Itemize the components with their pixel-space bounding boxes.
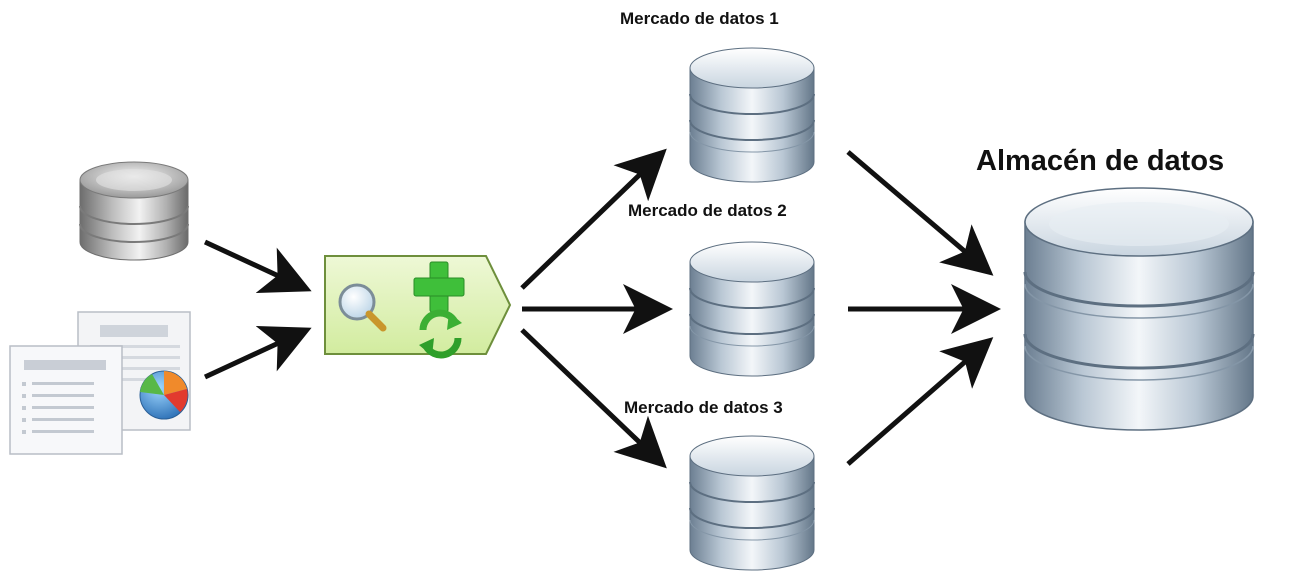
source-documents-icon	[9, 311, 191, 455]
magnifier-icon	[338, 283, 387, 332]
arrow-etl-to-mart-1	[520, 148, 667, 290]
arrow-mart-1-to-warehouse	[846, 150, 994, 276]
data-mart-2-icon	[689, 241, 815, 377]
pie-chart-icon	[139, 370, 189, 420]
arrow-etl-to-mart-3	[520, 328, 667, 469]
etl-process-icon	[324, 255, 512, 359]
arrow-source-db-to-etl	[203, 239, 312, 294]
warehouse-label: Almacén de datos	[976, 145, 1225, 177]
mart-label-1: Mercado de datos 1	[620, 9, 779, 28]
mart-label-3: Mercado de datos 3	[624, 398, 783, 417]
mart-label-2: Mercado de datos 2	[628, 201, 787, 220]
arrow-mart-3-to-warehouse	[846, 337, 994, 466]
refresh-icon	[419, 309, 462, 359]
data-warehouse-icon	[1023, 187, 1255, 431]
source-database-icon	[79, 161, 189, 261]
arrow-source-docs-to-etl	[203, 325, 312, 380]
data-mart-1-icon	[689, 47, 815, 183]
flow-arrows	[203, 148, 1001, 469]
data-mart-3-icon	[689, 435, 815, 571]
